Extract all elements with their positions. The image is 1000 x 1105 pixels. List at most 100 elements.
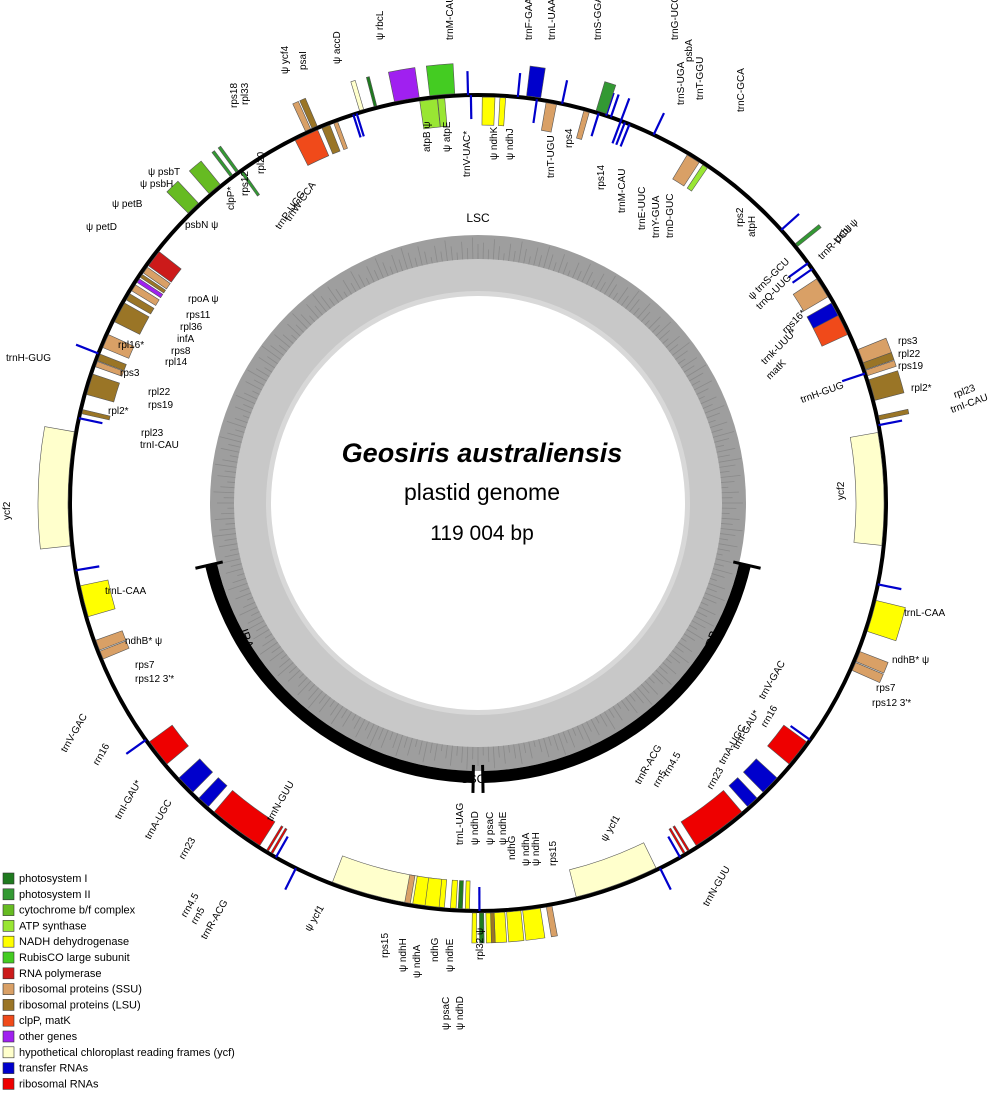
legend-swatch xyxy=(2,888,15,901)
irb-arc xyxy=(482,563,751,783)
gc-tick xyxy=(683,633,696,641)
gc-tick xyxy=(604,275,616,295)
gc-tick xyxy=(214,517,235,520)
legend-item-label: cytochrome b/f complex xyxy=(19,905,136,917)
gene-label: trnR-ACG xyxy=(199,898,231,942)
gene-label: psbN ψ xyxy=(185,220,218,231)
gc-tick xyxy=(700,396,717,405)
gc-tick xyxy=(711,428,723,433)
gc-tick xyxy=(721,481,735,483)
gc-tick xyxy=(242,415,250,419)
gc-tick xyxy=(691,620,706,629)
gene-block xyxy=(95,630,127,651)
gc-tick xyxy=(553,734,559,751)
gene-block xyxy=(498,97,506,127)
gc-tick xyxy=(616,287,629,303)
gene-block xyxy=(479,912,485,944)
gene-label: rpoA ψ xyxy=(188,294,218,305)
gene-block xyxy=(792,278,829,312)
gene-block xyxy=(795,224,822,247)
gc-tick xyxy=(704,405,725,414)
gc-tick xyxy=(264,633,273,639)
gene-label: ψ rbcL xyxy=(375,10,386,40)
gene-label: ψ psaC xyxy=(441,997,452,1030)
gc-tick xyxy=(640,684,650,694)
gc-tick xyxy=(245,381,262,391)
gene-label: rps3 xyxy=(898,336,918,347)
gene-block xyxy=(292,100,311,132)
gene-block xyxy=(791,268,813,284)
gc-tick xyxy=(274,334,291,348)
gene-block xyxy=(789,725,811,741)
gc-tick xyxy=(683,365,695,373)
gene-label: trnY-GUA xyxy=(651,195,662,238)
gc-tick xyxy=(365,277,370,285)
gc-tick xyxy=(621,700,630,712)
gene-block xyxy=(652,112,665,136)
gene-block xyxy=(605,92,615,116)
gc-tick xyxy=(718,458,742,463)
gc-tick xyxy=(665,335,680,348)
gc-tick xyxy=(518,743,523,765)
gene-block xyxy=(125,293,155,315)
gc-tick xyxy=(706,587,717,593)
gc-tick xyxy=(700,601,709,606)
gc-tick xyxy=(718,543,738,548)
region-label-ssc: SSC xyxy=(461,772,486,786)
gc-tick xyxy=(291,334,297,341)
gene-block xyxy=(450,879,458,909)
gc-tick xyxy=(538,255,543,267)
gc-tick xyxy=(590,719,600,736)
gc-tick xyxy=(217,475,236,478)
gc-tick xyxy=(219,436,242,443)
gc-tick xyxy=(513,744,517,759)
gc-tick xyxy=(256,624,267,632)
gene-label: rps19 xyxy=(148,400,173,411)
gc-tick xyxy=(424,251,428,265)
gc-tick xyxy=(715,444,725,448)
gc-tick xyxy=(528,741,533,759)
gc-tick xyxy=(538,739,543,753)
gene-label: rps11 xyxy=(186,310,211,321)
gc-tick xyxy=(608,708,615,718)
gc-tick xyxy=(235,429,245,433)
gene-block xyxy=(321,124,341,155)
gc-tick xyxy=(342,711,352,727)
gene-label: rps3 xyxy=(120,368,140,379)
gc-tick xyxy=(407,737,413,756)
gc-tick xyxy=(689,624,698,630)
gc-tick xyxy=(374,258,384,279)
gc-tick xyxy=(430,256,433,264)
gc-tick xyxy=(599,714,608,727)
gc-tick xyxy=(308,690,323,709)
gc-tick xyxy=(662,338,669,344)
gc-tick xyxy=(567,729,576,748)
gene-block xyxy=(849,432,885,546)
gc-tick xyxy=(689,372,704,382)
gc-tick xyxy=(227,582,248,591)
gene-label: ψ ycf4 xyxy=(280,45,291,74)
gc-tick xyxy=(225,568,244,574)
gene-block xyxy=(865,360,897,377)
gene-block xyxy=(569,842,657,898)
gc-tick xyxy=(320,295,331,309)
gc-tick xyxy=(712,568,733,575)
gc-tick xyxy=(533,247,539,266)
gene-label: rrn16 xyxy=(759,703,780,729)
gc-tick xyxy=(709,421,728,428)
gc-tick xyxy=(548,736,552,746)
gc-tick xyxy=(350,282,357,292)
region-label-irb: IRB xyxy=(701,629,721,653)
gene-label: infA xyxy=(177,334,195,345)
gc-tick xyxy=(287,669,301,682)
gc-tick xyxy=(418,740,423,755)
gene-block xyxy=(333,121,348,151)
gene-label: ndhB* ψ xyxy=(125,636,162,647)
gene-block xyxy=(841,372,866,383)
gene-block xyxy=(481,96,496,126)
gc-tick xyxy=(342,279,352,295)
gene-block xyxy=(178,758,214,793)
gc-tick xyxy=(222,459,238,463)
gc-tick xyxy=(640,311,651,322)
gene-label: ψ ndhH xyxy=(531,832,542,866)
